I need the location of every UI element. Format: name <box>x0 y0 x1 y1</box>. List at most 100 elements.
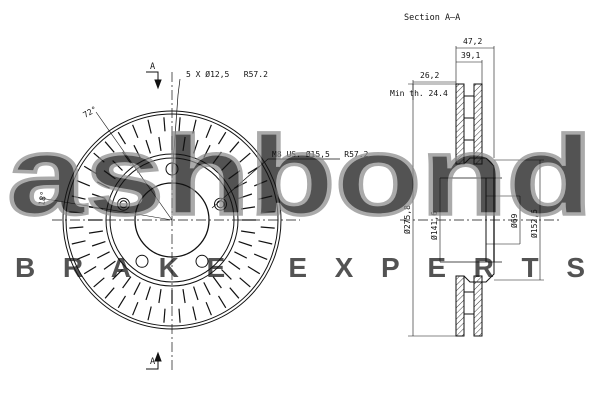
angle-label-18: 18° <box>37 191 48 207</box>
vent-slot <box>132 124 139 139</box>
hole-callout-leader <box>171 78 181 179</box>
friction-ring-upper <box>455 83 483 165</box>
vent-slot <box>132 301 139 316</box>
hat-diameter-label: Ø152,5 <box>529 209 539 238</box>
hat-profile-lower <box>456 262 495 283</box>
center-bore-label: Ø141,6 <box>429 211 439 240</box>
vent-slot <box>103 260 116 270</box>
vent-slot <box>241 206 256 210</box>
vent-slot <box>229 141 240 153</box>
vent-slot <box>145 139 151 154</box>
vent-slot <box>104 287 115 299</box>
hole-callout: 5 X Ø12,5 R57.2 <box>186 69 268 79</box>
section-marker-bottom: A <box>150 357 155 367</box>
outer-diameter-label: Ø275,8 <box>402 205 412 234</box>
vent-slot <box>88 206 103 210</box>
vent-slot <box>96 251 110 259</box>
vent-slot <box>69 211 84 214</box>
vent-slot <box>117 295 127 309</box>
vent-slot <box>71 195 86 200</box>
vent-slot <box>228 170 241 180</box>
vent-slot <box>147 306 152 321</box>
bolt-hole <box>195 254 209 268</box>
vent-slot <box>112 269 123 280</box>
bolt-hole <box>135 254 149 268</box>
vent-slot <box>192 306 197 321</box>
vent-slot <box>217 295 227 309</box>
vent-slot <box>228 260 241 270</box>
vent-slot <box>112 160 123 171</box>
vent-slot <box>193 286 199 301</box>
vent-slot <box>234 181 248 189</box>
overall-width-label: 47,2 <box>463 37 482 46</box>
vent-slot <box>203 144 211 158</box>
vent-slot <box>241 230 256 234</box>
vent-slot <box>163 117 166 132</box>
section-title: Section A–A <box>404 13 460 23</box>
vent-slot <box>147 119 152 134</box>
min-thickness-label: Min th. 24.4 <box>390 89 448 98</box>
vent-slot <box>158 136 162 151</box>
vent-slot <box>239 152 251 163</box>
vent-slot <box>239 277 251 288</box>
vent-slot <box>229 287 240 299</box>
friction-ring-lower <box>455 275 483 337</box>
vent-slots <box>69 117 275 323</box>
vent-slot <box>193 139 199 154</box>
vent-slot <box>258 195 273 200</box>
hat-profile-upper <box>456 157 495 178</box>
vent-slot <box>178 308 181 323</box>
vent-slot <box>212 276 222 289</box>
vent-slot <box>133 282 141 296</box>
vent-slot <box>260 211 275 214</box>
vent-slot <box>205 301 212 316</box>
bolt-hole <box>117 197 130 211</box>
vent-slot <box>76 180 91 187</box>
vent-slot <box>133 144 141 158</box>
vent-slot <box>234 251 248 259</box>
vent-slot <box>178 117 181 132</box>
vent-slot <box>205 124 212 139</box>
vent-slot <box>103 170 116 180</box>
vent-slot <box>76 253 91 260</box>
vent-slot <box>247 165 261 175</box>
vent-slot <box>221 269 232 280</box>
vent-slot <box>91 241 106 247</box>
vent-slot <box>221 160 232 171</box>
vent-slot <box>88 230 103 234</box>
vent-slot <box>182 136 186 151</box>
section-marker-top: A <box>150 62 155 72</box>
watermark: ashbond BRAKE EXPERTS <box>6 111 595 283</box>
vent-slot <box>69 226 84 229</box>
vent-slot <box>93 277 105 288</box>
threaded-hole <box>119 200 128 209</box>
bolt-hole <box>214 197 227 211</box>
vent-slot <box>163 308 166 323</box>
vent-slot <box>253 180 268 187</box>
vent-slot <box>203 282 211 296</box>
vent-slot <box>71 240 86 245</box>
vent-slot <box>238 193 253 199</box>
disc-thickness-label: 26,2 <box>420 71 439 80</box>
vent-slot <box>182 289 186 304</box>
thread-callout-leader <box>211 158 340 209</box>
vent-slot <box>117 131 127 145</box>
vent-slot <box>104 141 115 153</box>
vent-slot <box>145 286 151 301</box>
vent-slot <box>217 131 227 145</box>
front-view <box>39 71 340 372</box>
hub-bore-label: Ø69 <box>509 213 519 228</box>
vent-slot <box>258 240 273 245</box>
thread-callout: M8 US. Ø15,5 R57.2 <box>272 149 369 159</box>
vent-slot <box>253 253 268 260</box>
vent-slot <box>93 152 105 163</box>
vent-slot <box>83 165 97 175</box>
section-view <box>400 46 560 337</box>
vent-slot <box>158 289 162 304</box>
vent-slot <box>260 226 275 229</box>
hat-depth-label: 39,1 <box>461 51 480 60</box>
angle-line-18 <box>39 197 173 221</box>
watermark-tagline: BRAKE EXPERTS <box>15 252 585 283</box>
vent-slot <box>192 119 197 134</box>
